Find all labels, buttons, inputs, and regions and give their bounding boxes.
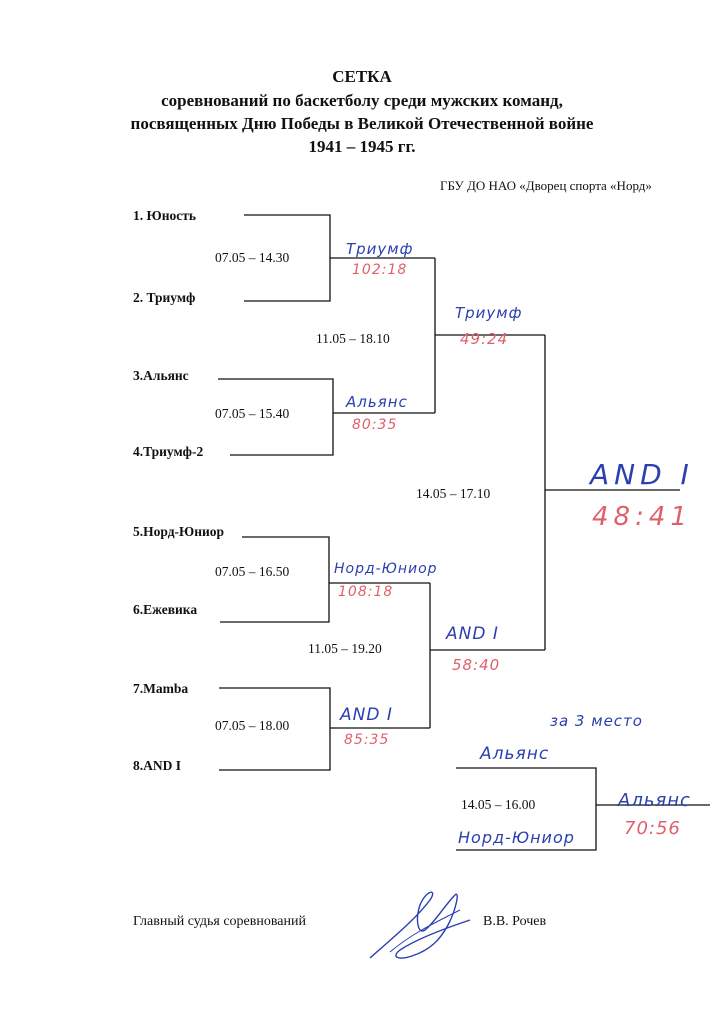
match-2-time: 07.05 – 15.40	[215, 406, 290, 421]
title-line-1: соревнований по баскетболу среди мужских…	[161, 91, 563, 110]
team-6-label: 6.Ежевика	[133, 602, 198, 617]
third-place-label: за 3 место	[550, 712, 643, 730]
final-time: 14.05 – 17.10	[416, 486, 491, 501]
match-4-winner: AND I	[340, 705, 393, 725]
semifinal-1-score: 49:24	[460, 330, 509, 348]
semifinal-1-time: 11.05 – 18.10	[316, 331, 390, 346]
semifinal-2-time: 11.05 – 19.20	[308, 641, 382, 656]
judge-signature	[369, 891, 471, 959]
document-title: СЕТКА	[332, 67, 392, 86]
third-place-time: 14.05 – 16.00	[461, 797, 536, 812]
match-3-time: 07.05 – 16.50	[215, 564, 290, 579]
third-place-winner: Альянс	[618, 790, 691, 811]
match-1-time: 07.05 – 14.30	[215, 250, 290, 265]
team-3-label: 3.Альянс	[133, 368, 189, 383]
match-1-score: 102:18	[352, 262, 408, 278]
semifinal-1-winner: Триумф	[455, 304, 523, 322]
third-place-score: 70:56	[624, 818, 681, 839]
judge-name: В.В. Рочев	[483, 914, 547, 929]
final-winner: AND I	[590, 458, 694, 491]
team-1-label: 1. Юность	[133, 208, 196, 223]
final-score: 48:41	[592, 502, 692, 532]
team-7-label: 7.Mamba	[133, 681, 189, 696]
match-4-score: 85:35	[344, 732, 390, 748]
organization-name: ГБУ ДО НАО «Дворец спорта «Норд»	[440, 178, 652, 193]
match-2-winner: Альянс	[346, 393, 408, 411]
third-place-team-a: Альянс	[480, 744, 550, 764]
title-line-2: посвященных Дню Победы в Великой Отечест…	[130, 114, 594, 133]
team-5-label: 5.Норд-Юниор	[133, 524, 225, 539]
match-2-score: 80:35	[352, 417, 398, 433]
judge-label: Главный судья соревнований	[133, 914, 306, 929]
third-place-team-b: Норд-Юниор	[458, 828, 575, 847]
title-line-3: 1941 – 1945 гг.	[308, 137, 416, 156]
match-3-score: 108:18	[338, 584, 394, 600]
team-4-label: 4.Триумф-2	[133, 444, 204, 459]
match-4-time: 07.05 – 18.00	[215, 718, 290, 733]
team-8-label: 8.AND I	[133, 758, 182, 773]
semifinal-2-score: 58:40	[452, 656, 501, 674]
match-3-winner: Норд-Юниор	[334, 561, 438, 577]
team-2-label: 2. Триумф	[133, 290, 196, 305]
semifinal-2-winner: AND I	[446, 624, 499, 644]
match-1-winner: Триумф	[346, 240, 414, 258]
